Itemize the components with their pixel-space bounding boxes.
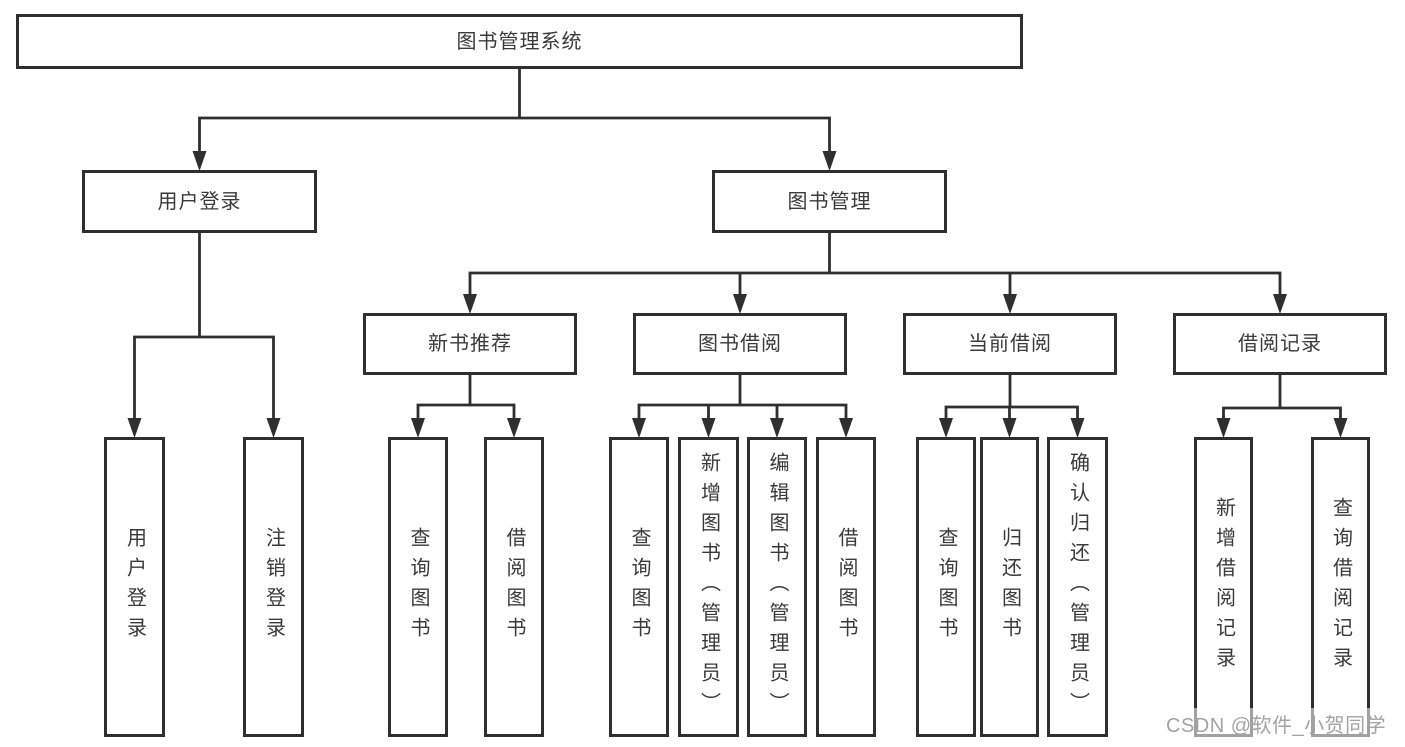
node-new-book-rec: 新书推荐: [363, 313, 577, 375]
node-label: 编辑图书（管理员）: [766, 452, 788, 722]
node-nb-query-books: 查询图书: [388, 437, 448, 737]
node-bb-borrow-books: 借阅图书: [816, 437, 876, 737]
node-cb-return-books: 归还图书: [980, 437, 1039, 737]
node-br-query-record: 查询借阅记录: [1311, 437, 1370, 737]
arrowhead-icon: [1002, 418, 1017, 438]
node-user-login: 用户登录: [82, 170, 317, 233]
arrowhead-icon: [127, 418, 142, 438]
node-label: 用户登录: [157, 190, 242, 213]
node-label: 图书管理: [787, 190, 872, 213]
node-label: 新增借阅记录: [1212, 497, 1235, 677]
arrowhead-icon: [1216, 418, 1231, 438]
arrowhead-icon: [632, 418, 646, 438]
node-label: 借阅图书: [835, 527, 857, 647]
node-label: 图书借阅: [698, 333, 782, 355]
arrowhead-icon: [701, 418, 716, 438]
node-label: 归还图书: [998, 527, 1021, 647]
node-root: 图书管理系统: [16, 14, 1023, 69]
node-nb-borrow-books: 借阅图书: [484, 437, 544, 737]
edge-root: [198, 67, 831, 155]
node-label: 借阅记录: [1238, 333, 1322, 355]
arrowhead-icon: [733, 294, 747, 314]
node-book-mgmt: 图书管理: [712, 170, 947, 233]
node-cb-query-books: 查询图书: [916, 437, 976, 737]
node-label: 查询图书: [935, 527, 957, 647]
edge-new-book-rec: [416, 373, 516, 422]
watermark: CSDN @软件_小贺同学: [1166, 708, 1404, 739]
edge-borrow-records: [1222, 373, 1342, 422]
node-label: 注销登录: [262, 527, 285, 647]
node-label: 查询图书: [628, 527, 650, 647]
node-label: 新增图书（管理员）: [697, 452, 720, 722]
node-br-add-record: 新增借阅记录: [1194, 437, 1253, 737]
edge-current-borrow: [944, 373, 1079, 422]
arrowhead-icon: [839, 418, 853, 438]
arrowhead-icon: [266, 418, 281, 438]
arrowhead-icon: [192, 151, 207, 171]
node-label: 当前借阅: [968, 333, 1052, 355]
watermark-text: CSDN @软件_小贺同学: [1166, 715, 1387, 737]
node-bb-query-books: 查询图书: [609, 437, 669, 737]
node-label: 图书管理系统: [456, 30, 583, 53]
arrowhead-icon: [1003, 294, 1017, 314]
arrowhead-icon: [1273, 294, 1287, 314]
node-label: 新书推荐: [428, 333, 512, 355]
arrowhead-icon: [1070, 418, 1085, 438]
node-bb-edit-books: 编辑图书（管理员）: [747, 437, 807, 737]
node-leaf-logout: 注销登录: [243, 437, 304, 737]
node-label: 查询图书: [407, 527, 429, 647]
node-label: 确认归还（管理员）: [1066, 452, 1089, 722]
arrowhead-icon: [822, 151, 837, 171]
arrowhead-icon: [939, 418, 953, 438]
arrowhead-icon: [770, 418, 784, 438]
node-current-borrow: 当前借阅: [903, 313, 1117, 375]
node-label: 查询借阅记录: [1329, 497, 1352, 677]
node-bb-add-books: 新增图书（管理员）: [678, 437, 739, 737]
arrowhead-icon: [1333, 418, 1348, 438]
node-leaf-user-login: 用户登录: [104, 437, 165, 737]
arrowhead-icon: [463, 294, 477, 314]
edge-user-login: [133, 231, 275, 422]
arrowhead-icon: [507, 418, 521, 438]
node-book-borrow: 图书借阅: [633, 313, 847, 375]
arrowhead-icon: [411, 418, 425, 438]
node-borrow-records: 借阅记录: [1173, 313, 1387, 375]
node-label: 用户登录: [123, 527, 146, 647]
edge-book-borrow: [637, 373, 848, 422]
node-cb-confirm-return: 确认归还（管理员）: [1047, 437, 1108, 737]
edge-book-mgmt: [468, 231, 1282, 298]
node-label: 借阅图书: [503, 527, 525, 647]
